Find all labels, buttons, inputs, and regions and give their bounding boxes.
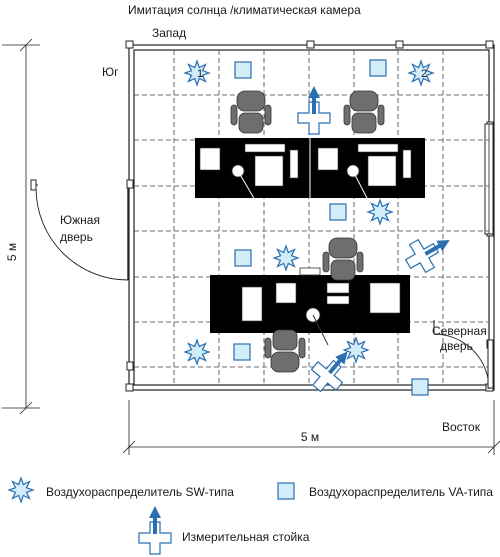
cross-stand-icon bbox=[138, 506, 172, 555]
star-sw-icon bbox=[342, 336, 370, 364]
square-va-icon bbox=[234, 61, 252, 79]
south-door-label-2: дверь bbox=[60, 230, 93, 244]
legend-va-label: Воздухораспределитель VA-типа bbox=[309, 485, 493, 499]
diagram-title: Имитация солнца /климатическая камера bbox=[128, 3, 361, 17]
legend-sw-label: Воздухораспределитель SW-типа bbox=[46, 485, 234, 499]
square-va-icon bbox=[233, 343, 251, 361]
south-door-label-1: Южная bbox=[60, 213, 100, 227]
sw-diffusers bbox=[183, 59, 435, 366]
chairs bbox=[230, 90, 385, 373]
chair-icon bbox=[264, 329, 306, 373]
west-label: Запад bbox=[152, 26, 186, 40]
workstation-icon bbox=[254, 155, 284, 187]
north-door bbox=[433, 320, 494, 390]
legend: Воздухораспределитель SW-типа Воздухорас… bbox=[7, 476, 493, 555]
square-va-icon bbox=[369, 59, 387, 77]
south-wall-label: Юг bbox=[102, 65, 119, 79]
monitor-icon bbox=[317, 147, 339, 171]
vertical-dimension bbox=[2, 38, 40, 415]
legend-stand-label: Измерительная стойка bbox=[182, 530, 310, 544]
north-door-label-2: дверь bbox=[440, 339, 473, 353]
horizontal-dimension-label: 5 м bbox=[301, 430, 319, 444]
star-sw-icon bbox=[7, 476, 35, 504]
keyboard-icon bbox=[244, 143, 286, 153]
square-va-icon bbox=[329, 203, 347, 221]
measuring-stands bbox=[297, 86, 450, 393]
star-sw-icon bbox=[272, 244, 300, 272]
monitor-icon bbox=[275, 282, 297, 304]
vertical-dimension-label: 5 м bbox=[5, 243, 19, 261]
north-door-label-1: Северная bbox=[432, 324, 487, 338]
star-sw-icon bbox=[183, 59, 211, 87]
star-sw-icon bbox=[7, 476, 35, 504]
horizontal-dimension bbox=[122, 400, 500, 455]
cross-stand-icon bbox=[310, 351, 348, 393]
printer-icon bbox=[369, 282, 401, 314]
desk-lower bbox=[210, 267, 410, 346]
east-label: Восток bbox=[442, 420, 481, 434]
room-walls bbox=[125, 40, 495, 392]
tower-icon bbox=[241, 286, 263, 322]
marker-2: 2 bbox=[421, 68, 427, 80]
chair-icon bbox=[230, 90, 272, 134]
marker-1: 1 bbox=[197, 68, 203, 80]
star-sw-icon bbox=[366, 198, 394, 226]
monitor-icon bbox=[199, 147, 221, 171]
star-sw-icon bbox=[407, 59, 435, 87]
square-va-icon bbox=[234, 249, 252, 267]
cross-stand-icon bbox=[297, 86, 331, 135]
chair-icon bbox=[322, 237, 364, 281]
square-va-icon bbox=[411, 378, 429, 396]
square-va-icon bbox=[277, 482, 295, 500]
chair-icon bbox=[343, 90, 385, 134]
desk-upper bbox=[195, 138, 425, 201]
star-sw-icon bbox=[183, 338, 211, 366]
cross-stand-icon bbox=[404, 238, 450, 274]
va-diffusers bbox=[233, 59, 429, 396]
south-door bbox=[30, 179, 129, 281]
cross-stand-icon bbox=[138, 506, 172, 555]
